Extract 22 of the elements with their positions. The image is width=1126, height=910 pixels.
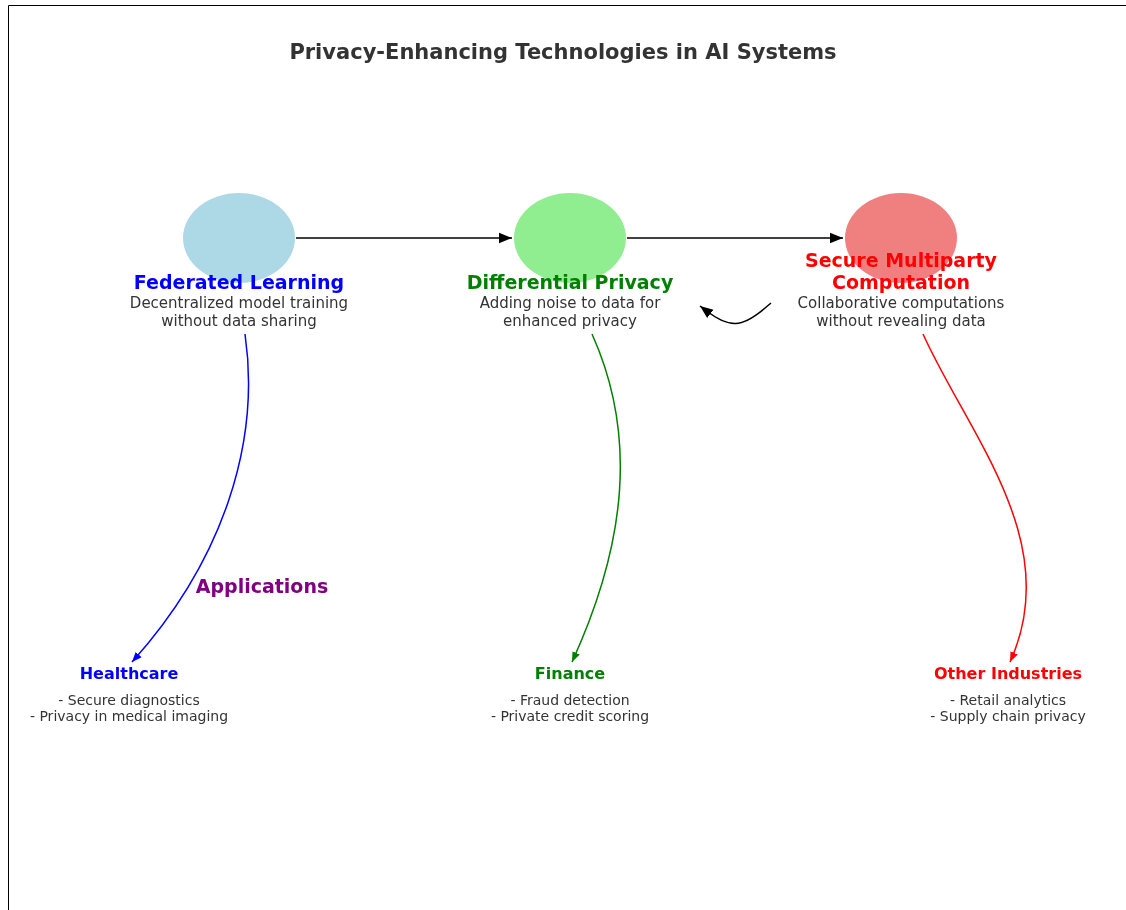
arrow: [626, 232, 844, 244]
bullet-item: - Privacy in medical imaging: [28, 708, 230, 724]
arrow: [922, 333, 1027, 663]
arrow: [131, 333, 250, 663]
node-description: Adding noise to data for enhanced privacy: [478, 294, 662, 330]
bullet-item: - Fraud detection: [509, 692, 631, 708]
node-description: Decentralized model training without data sharing: [128, 294, 350, 330]
application-title: Other Industries: [932, 664, 1084, 684]
diagram-title: Privacy-Enhancing Technologies in AI Systems: [288, 40, 838, 64]
section-label: Applications: [195, 575, 329, 597]
node-title: Federated Learning: [132, 271, 346, 293]
bullet-item: - Retail analytics: [948, 692, 1068, 708]
bullet-item: - Supply chain privacy: [929, 708, 1087, 724]
arrow: [295, 232, 513, 244]
node-title: Differential Privacy: [465, 271, 675, 293]
bullet-item: - Private credit scoring: [489, 708, 651, 724]
arrow: [699, 302, 772, 325]
arrow: [571, 333, 622, 663]
application-title: Healthcare: [78, 664, 180, 684]
node-description: Collaborative computations without revealing data: [796, 294, 1006, 330]
application-title: Finance: [533, 664, 607, 684]
bullet-item: - Secure diagnostics: [57, 692, 201, 708]
